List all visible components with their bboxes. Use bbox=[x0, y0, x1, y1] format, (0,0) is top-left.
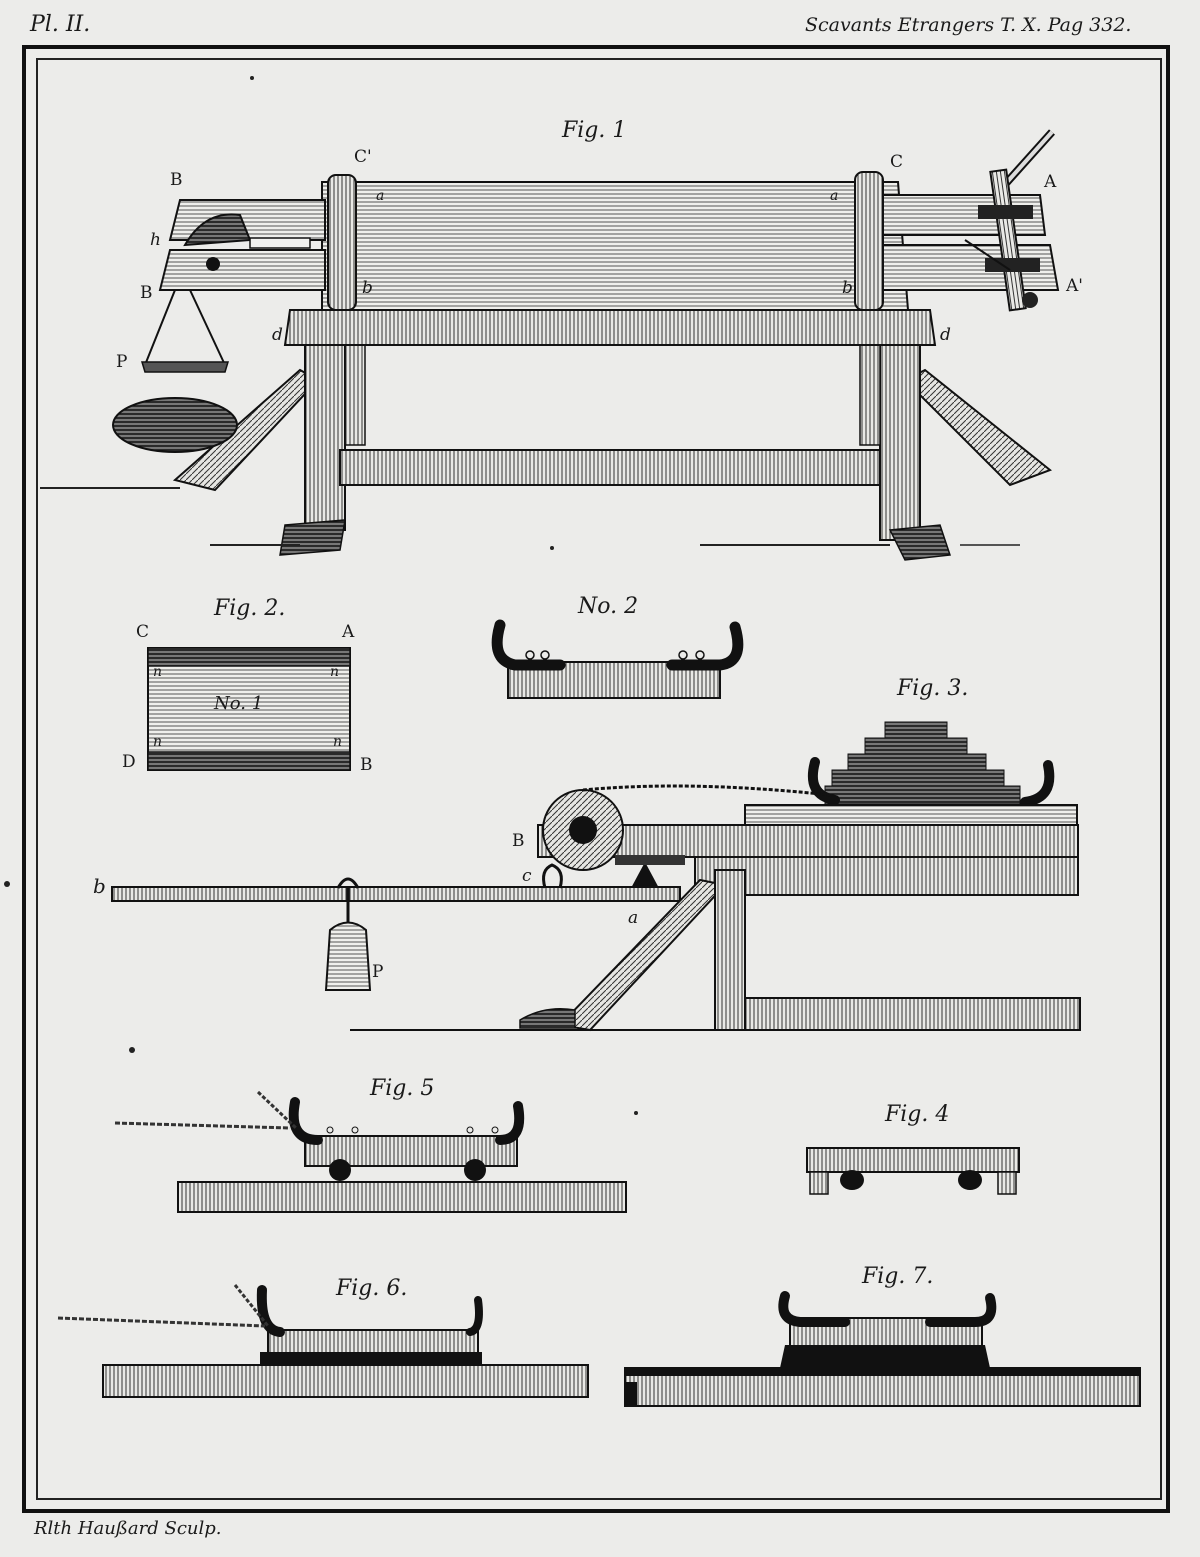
fig1-top-board bbox=[321, 181, 910, 311]
fig1-label-a-right: a bbox=[830, 188, 839, 204]
fig6-track bbox=[102, 1364, 589, 1398]
no2-skid bbox=[491, 619, 744, 699]
fig7-title: Fig. 7. bbox=[862, 1264, 934, 1289]
fig5-rope bbox=[114, 1121, 291, 1130]
fig3-ground-board bbox=[744, 997, 1081, 1031]
fig3-diagonal-brace bbox=[557, 878, 727, 1032]
fig1-clamp bbox=[183, 213, 252, 247]
fig3-weight bbox=[324, 921, 372, 991]
plate-number: Pl. II. bbox=[30, 12, 91, 37]
fig3-apparatus bbox=[111, 721, 1081, 1032]
fig2-label-B: B bbox=[360, 755, 373, 775]
fig6-rope bbox=[57, 1316, 266, 1328]
fig4-title: Fig. 4 bbox=[885, 1102, 950, 1127]
fig1-label-C-prime: C' bbox=[354, 147, 372, 167]
fig1-stretcher bbox=[339, 449, 881, 486]
series-reference: Scavants Etrangers T. X. Pag 332. bbox=[805, 14, 1132, 36]
fig3-upper-track bbox=[537, 824, 1079, 858]
fig5-track bbox=[177, 1181, 627, 1213]
fig1-label-C: C bbox=[890, 152, 904, 172]
fig1-label-A-prime: A' bbox=[1066, 276, 1083, 296]
fig2-label-A: A bbox=[342, 622, 355, 642]
fig1-lever-post bbox=[989, 168, 1027, 312]
fig2-title: Fig. 2. bbox=[214, 596, 286, 621]
fig1-left-back-leg bbox=[344, 344, 366, 446]
fig1-label-b-left: b bbox=[362, 278, 373, 298]
plate-outer-frame bbox=[22, 45, 1170, 1513]
fig1-label-B-low: B bbox=[140, 283, 153, 303]
fig3-label-b: b bbox=[93, 874, 106, 898]
fig1-left-leg bbox=[304, 339, 346, 531]
fig4-sled bbox=[806, 1147, 1020, 1195]
fig3-balance-beam bbox=[111, 886, 681, 902]
fig1-label-B-top: B bbox=[170, 170, 183, 190]
fig2-label-D: D bbox=[122, 752, 136, 772]
fig2-label-n-right-bot: n bbox=[333, 734, 343, 750]
fig1-left-foot bbox=[279, 519, 346, 556]
fig2-label-no1: No. 1 bbox=[214, 693, 264, 714]
fig3-label-P: P bbox=[372, 962, 384, 982]
fig1-right-brace bbox=[903, 368, 1052, 487]
fig2-plank bbox=[147, 647, 351, 771]
fig1-label-d-right: d bbox=[940, 325, 951, 345]
fig1-right-back-leg bbox=[859, 344, 881, 446]
fig5-sled-on-track bbox=[114, 1090, 627, 1213]
fig1-left-lower-plank bbox=[158, 249, 326, 291]
fig2-plank-body bbox=[147, 647, 351, 771]
plate-inner-frame bbox=[36, 58, 1162, 1500]
fig3-label-B: B bbox=[512, 831, 525, 851]
fig3-label-a: a bbox=[628, 908, 639, 928]
fig1-rail-c bbox=[854, 171, 884, 311]
fig2-label-n-left-top: n bbox=[153, 664, 163, 680]
fig3-lower-track bbox=[694, 856, 1079, 896]
fig1-rail-c-prime bbox=[327, 174, 357, 311]
fig1-label-h: h bbox=[150, 230, 161, 250]
fig3-post bbox=[714, 869, 746, 1031]
fig1-table-frame bbox=[283, 309, 937, 346]
fig1-weight-pan bbox=[140, 361, 230, 373]
fig1-floor-hole bbox=[112, 397, 238, 453]
fig3-label-c: c bbox=[522, 866, 532, 886]
fig1-label-a-left: a bbox=[376, 188, 385, 204]
fig1-label-P: P bbox=[116, 352, 128, 372]
fig6-title: Fig. 6. bbox=[336, 1276, 408, 1301]
fig1-label-d-left: d bbox=[272, 325, 283, 345]
fig1-table bbox=[40, 129, 1060, 561]
fig2-label-n-left-bot: n bbox=[153, 734, 163, 750]
fig2-label-C: C bbox=[136, 622, 150, 642]
fig3-brick-load bbox=[807, 721, 1055, 807]
fig7-sled-on-track bbox=[624, 1291, 1141, 1407]
fig1-label-A: A bbox=[1044, 172, 1057, 192]
fig1-label-b-right: b' bbox=[842, 278, 858, 298]
fig2-label-n-right-top: n bbox=[330, 664, 340, 680]
no2-title: No. 2 bbox=[578, 594, 639, 619]
fig3-title: Fig. 3. bbox=[897, 676, 969, 701]
fig1-right-leg bbox=[879, 339, 921, 541]
fig1-title: Fig. 1 bbox=[562, 118, 627, 143]
fig6-sled-on-track bbox=[57, 1284, 589, 1398]
no2-right-hook bbox=[666, 621, 744, 671]
fig1-right-foot bbox=[888, 524, 952, 561]
no2-left-hook bbox=[491, 619, 566, 671]
engraver-credit: Rlth Haußard Sculp. bbox=[34, 1518, 222, 1539]
fig5-title: Fig. 5 bbox=[370, 1076, 435, 1101]
